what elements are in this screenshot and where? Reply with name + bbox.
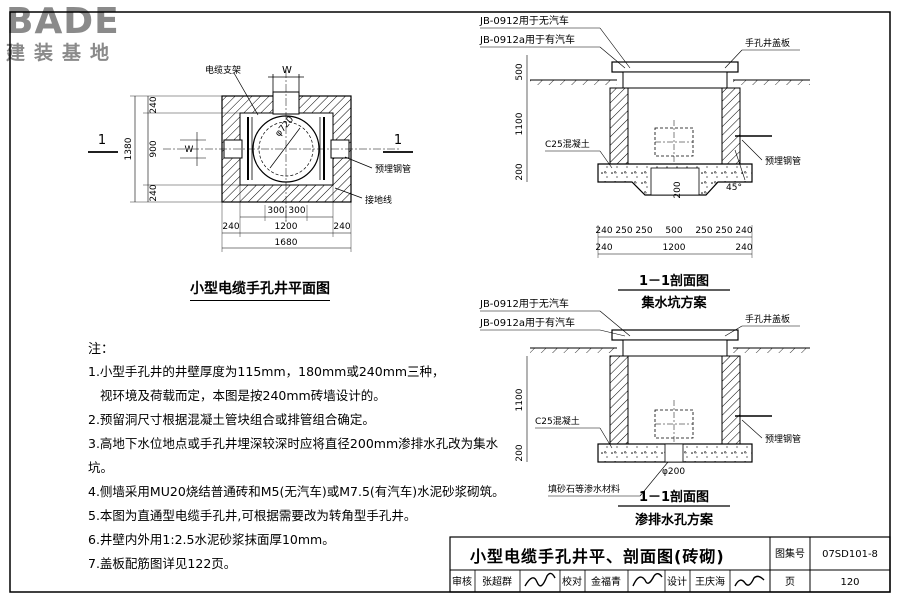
section-a-dim-left-1: 500 <box>515 63 525 80</box>
note-item: 4.侧墙采用MU20烧结普通砖和M5(无汽车)或M7.5(有汽车)水泥砂浆砌筑。 <box>88 484 505 499</box>
section-a-wall-right <box>721 87 741 165</box>
section-a-angle: 45° <box>726 183 742 193</box>
section-a-dim-b1-3: 250 <box>635 226 652 236</box>
page-number: 120 <box>840 577 859 588</box>
section-b-drain-hole <box>664 443 684 463</box>
plan-dim-bottom-3: 240 <box>222 222 239 232</box>
note-item: 5.本图为直通型电缆手孔井,可根据需要改为转角型手孔井。 <box>88 508 417 523</box>
plan-dim-left-total: 1380 <box>124 137 134 160</box>
plan-dim-left-1: 240 <box>149 96 159 113</box>
note-item: 6.井壁内外用1:2.5水泥砂浆抹面厚10mm。 <box>88 532 335 547</box>
reviewer-signature <box>524 572 556 587</box>
section-b-gravel-label: 填砂石等渗水材料 <box>548 483 620 495</box>
section-b-wall-right <box>721 355 741 445</box>
atlas-label: 图集号 <box>775 547 805 560</box>
designer-name: 王庆海 <box>695 575 725 588</box>
plan-dim-bottom-1: 300 <box>267 206 284 216</box>
section-a-dim-b2-2: 1200 <box>663 243 686 253</box>
section-b: φ200 JB-0912用于无汽车 JB-0912a用于有汽车 手孔井盖板 C2… <box>479 297 810 528</box>
section-b-dim-left-1: 1100 <box>515 388 525 411</box>
designer-signature <box>734 575 765 587</box>
plan-pipe-label: 预埋钢管 <box>375 163 411 175</box>
plan-dim-bottom-2: 300 <box>288 206 305 216</box>
plan-dim-bottom-4: 1200 <box>275 222 298 232</box>
note-item: 7.盖板配筋图详见122页。 <box>88 556 237 571</box>
plan-dim-bottom-5: 240 <box>333 222 350 232</box>
plan-section-mark-left: 1 <box>98 133 106 148</box>
section-a-wall-left <box>609 87 629 165</box>
section-b-cover <box>611 329 739 341</box>
section-b-dim-left-2: 200 <box>515 444 525 461</box>
section-b-wall-left <box>609 355 629 445</box>
section-a-dim-b2-3: 240 <box>735 243 752 253</box>
section-b-hole-label: φ200 <box>662 467 685 477</box>
notes-heading: 注： <box>88 342 115 357</box>
section-b-jb2: JB-0912a用于有汽车 <box>479 316 575 329</box>
plan-dim-bottom-total: 1680 <box>275 238 298 248</box>
section-a-sump <box>650 167 700 196</box>
note-item: 2.预留洞尺寸根据混凝土管块组合或排管组合确定。 <box>88 412 375 427</box>
section-a-jb1: JB-0912用于无汽车 <box>479 14 569 27</box>
check-label: 校对 <box>562 575 582 588</box>
section-b-subcaption: 渗排水孔方案 <box>635 512 714 528</box>
note-item: 视环境及荷载而定，本图是按240mm砖墙设计的。 <box>100 388 386 403</box>
logo-main-text: BADE <box>6 1 120 42</box>
section-a-dim-b1-5: 250 <box>695 226 712 236</box>
section-a-cover-label: 手孔井盖板 <box>745 37 790 49</box>
logo-sub-text: 建装基地 <box>6 42 119 64</box>
section-a-pipe-label: 预埋钢管 <box>765 155 801 167</box>
section-a-jb2: JB-0912a用于有汽车 <box>479 33 575 46</box>
section-a-pit-dim: 200 <box>673 181 683 198</box>
section-a-dim-left-2: 1100 <box>515 112 525 135</box>
section-a-dim-b2-1: 240 <box>595 243 612 253</box>
note-item: 1.小型手孔井的井壁厚度为115mm，180mm或240mm三种， <box>88 364 445 379</box>
plan-w-top: W <box>282 65 292 76</box>
title-block: 图集号 07SD101-8 审核 张超群 校对 金福青 设计 王庆海 页 120 <box>449 536 891 593</box>
note-item: 3.高地下水位地点或手孔井埋深较深时应将直径200mm渗排水孔改为集水坑。 <box>88 436 499 475</box>
design-label: 设计 <box>667 575 687 588</box>
section-a-dim-b1-6: 250 <box>715 226 732 236</box>
plan-dim-left-2: 900 <box>149 140 159 157</box>
notes-block: 注： 1.小型手孔井的井壁厚度为115mm，180mm或240mm三种， 视环境… <box>88 338 508 576</box>
section-b-pipe-label: 预埋钢管 <box>765 433 801 445</box>
plan-cable-bracket-label: 电缆支架 <box>205 64 241 76</box>
section-b-jb1: JB-0912用于无汽车 <box>479 297 569 310</box>
plan-view: 1 1 W W 电缆支架 φ720 预埋钢管 接地线 240 900 240 1… <box>88 64 413 252</box>
section-a-caption: 1－1剖面图 <box>639 273 709 289</box>
review-label: 审核 <box>452 575 472 588</box>
page-label: 页 <box>785 576 795 588</box>
section-a-concrete-label: C25混凝土 <box>545 138 590 150</box>
checker-signature <box>632 573 663 587</box>
section-a-subcaption: 集水坑方案 <box>640 295 707 311</box>
section-a: 200 45° JB-0912用于无汽车 JB-0912a用于有汽车 手孔井盖板… <box>479 14 810 311</box>
section-b-concrete-label: C25混凝土 <box>535 415 580 427</box>
section-a-dim-left-3: 200 <box>515 163 525 180</box>
section-a-dim-b1-2: 250 <box>615 226 632 236</box>
drawing-title: 小型电缆手孔井平、剖面图(砖砌) <box>470 547 725 566</box>
section-b-cover-label: 手孔井盖板 <box>745 313 790 325</box>
atlas-number: 07SD101-8 <box>822 549 878 560</box>
checker-name: 金福青 <box>591 575 621 588</box>
plan-title: 小型电缆手孔井平面图 <box>190 278 330 301</box>
plan-ground-label: 接地线 <box>365 194 392 206</box>
section-a-dim-b1-7: 240 <box>735 226 752 236</box>
plan-w-side: W <box>185 145 194 155</box>
reviewer-name: 张超群 <box>482 575 512 588</box>
section-a-dim-b1-4: 500 <box>665 226 682 236</box>
plan-section-mark-right: 1 <box>394 133 402 148</box>
bade-logo: BADE 建装基地 <box>6 1 120 65</box>
plan-dim-left-3: 240 <box>149 184 159 201</box>
section-a-dim-b1-1: 240 <box>595 226 612 236</box>
section-a-cover <box>611 61 739 73</box>
section-b-caption: 1－1剖面图 <box>639 489 709 505</box>
